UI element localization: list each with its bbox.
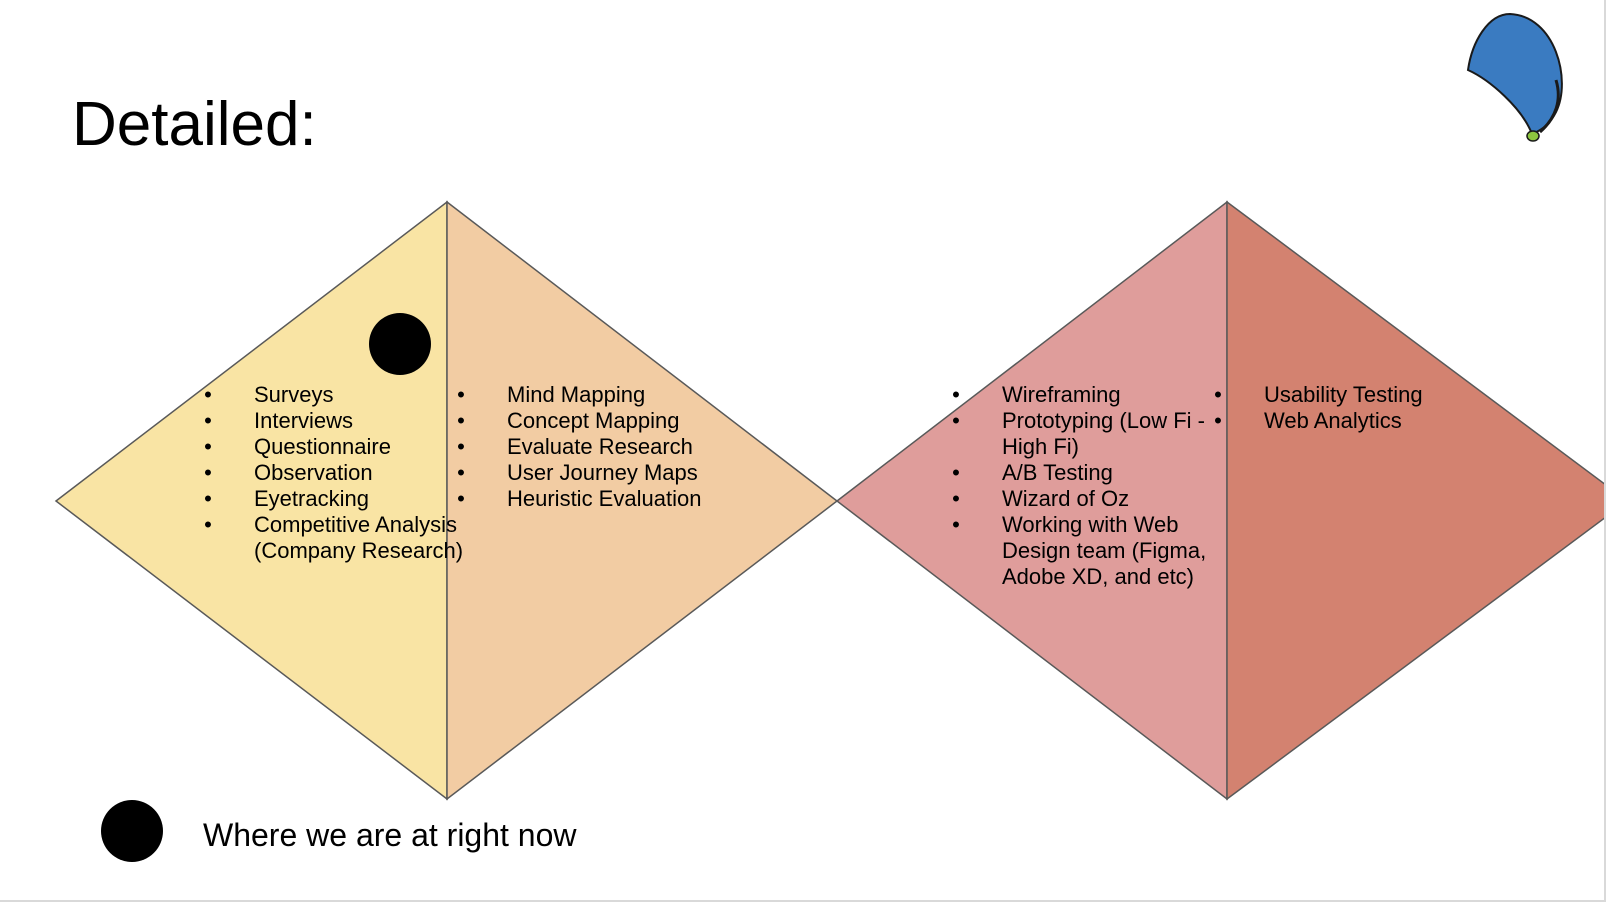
balloon-icon: [1466, 12, 1563, 142]
define-method-item: Heuristic Evaluation: [455, 486, 757, 512]
deliver-methods-list: Usability TestingWeb Analytics: [1212, 382, 1514, 434]
discover-method-item: Eyetracking: [202, 486, 494, 512]
develop-method-item: Prototyping (Low Fi - High Fi): [950, 408, 1237, 460]
deliver-method-item: Web Analytics: [1212, 408, 1514, 434]
develop-method-item: A/B Testing: [950, 460, 1237, 486]
discover-method-item: Competitive Analysis (Company Research): [202, 512, 494, 564]
current-stage-marker: [369, 313, 431, 375]
deliver-triangle: [1226, 200, 1606, 801]
define-method-item: User Journey Maps: [455, 460, 757, 486]
discover-methods-list: SurveysInterviewsQuestionnaireObservatio…: [202, 382, 494, 564]
develop-method-item: Working with Web Design team (Figma, Ado…: [950, 512, 1237, 590]
discover-method-item: Surveys: [202, 382, 494, 408]
define-method-item: Mind Mapping: [455, 382, 757, 408]
develop-methods-list: WireframingPrototyping (Low Fi - High Fi…: [950, 382, 1237, 590]
discover-method-item: Questionnaire: [202, 434, 494, 460]
legend-label: Where we are at right now: [203, 817, 577, 853]
legend-marker-icon: [101, 800, 163, 862]
slide-title: Detailed:: [72, 90, 317, 159]
define-methods-list: Mind MappingConcept MappingEvaluate Rese…: [455, 382, 757, 512]
develop-method-item: Wizard of Oz: [950, 486, 1237, 512]
deliver-method-item: Usability Testing: [1212, 382, 1514, 408]
define-method-item: Concept Mapping: [455, 408, 757, 434]
discover-method-item: Observation: [202, 460, 494, 486]
define-method-item: Evaluate Research: [455, 434, 757, 460]
develop-method-item: Wireframing: [950, 382, 1237, 408]
discover-method-item: Interviews: [202, 408, 494, 434]
